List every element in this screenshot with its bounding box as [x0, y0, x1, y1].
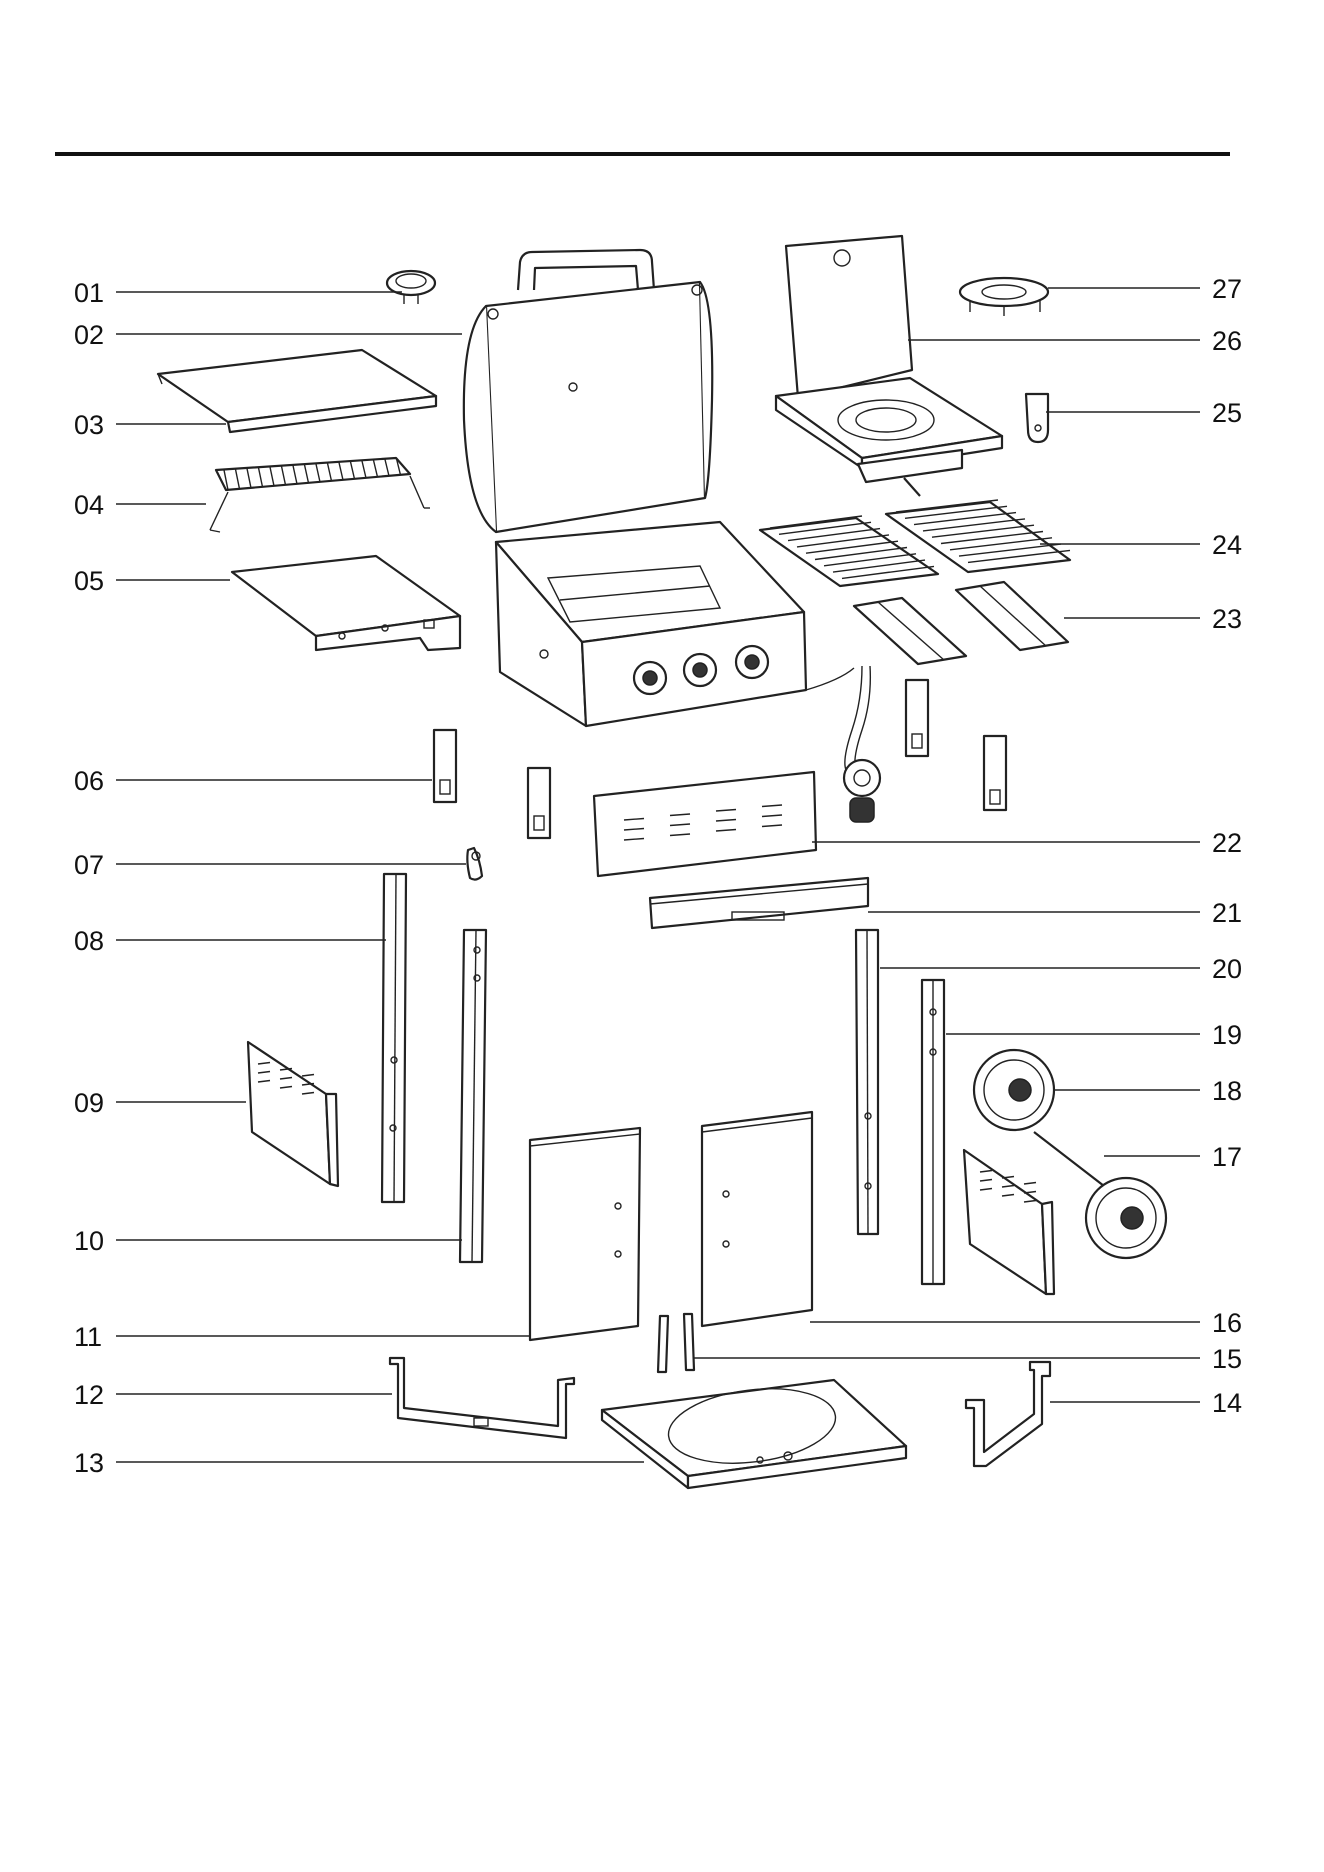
- part-number-label: 17: [1212, 1142, 1242, 1172]
- part-25-bracket: [1026, 394, 1048, 442]
- part-08-leg: [382, 874, 406, 1202]
- part-13-bottom-tray: [602, 1380, 906, 1488]
- part-07-bottle-opener: [467, 848, 482, 880]
- part-number-label: 05: [74, 566, 104, 596]
- part-number-label: 03: [74, 410, 104, 440]
- part-number-label: 18: [1212, 1076, 1242, 1106]
- part-10-leg: [460, 930, 486, 1262]
- part-gas-regulator: [806, 666, 880, 822]
- part-number-label: 14: [1212, 1388, 1242, 1418]
- part-number-label: 27: [1212, 274, 1242, 304]
- part-03-plate: [158, 350, 436, 432]
- part-number-label: 09: [74, 1088, 104, 1118]
- part-number-label: 15: [1212, 1344, 1242, 1374]
- part-number-label: 19: [1212, 1020, 1242, 1050]
- part-number-label: 16: [1212, 1308, 1242, 1338]
- part-number-label: 25: [1212, 398, 1242, 428]
- part-side-panel-right: [964, 1150, 1054, 1294]
- part-01-thermometer: [387, 271, 435, 304]
- part-number-label: 02: [74, 320, 104, 350]
- part-number-label: 08: [74, 926, 104, 956]
- part-number-label: 04: [74, 490, 104, 520]
- part-number-label: 11: [74, 1322, 102, 1352]
- part-number-label: 10: [74, 1226, 104, 1256]
- part-09-side-panel: [248, 1042, 338, 1186]
- part-24-cooking-grids: [760, 500, 1070, 586]
- part-14-bottom-brace: [966, 1362, 1050, 1466]
- part-19-leg: [922, 980, 944, 1284]
- part-15-handles: [658, 1314, 694, 1372]
- header-rule: [55, 152, 1230, 156]
- part-number-label: 12: [74, 1380, 104, 1410]
- part-number-label: 24: [1212, 530, 1242, 560]
- part-firebox: [496, 522, 806, 726]
- part-27-pan-support: [960, 278, 1048, 316]
- part-11-door: [530, 1128, 640, 1340]
- part-number-label: 21: [1212, 898, 1242, 928]
- part-number-label: 22: [1212, 828, 1242, 858]
- part-23-flame-tamers: [854, 582, 1068, 664]
- part-20-leg: [856, 930, 878, 1234]
- part-02-lid: [464, 250, 712, 532]
- part-21-crossbar: [650, 878, 868, 928]
- part-05-side-shelf: [232, 556, 460, 650]
- part-04-warming-rack: [210, 458, 430, 532]
- part-17-axle: [1034, 1132, 1104, 1186]
- part-16-door: [702, 1112, 812, 1326]
- part-number-label: 23: [1212, 604, 1242, 634]
- part-number-label: 26: [1212, 326, 1242, 356]
- part-number-label: 13: [74, 1448, 104, 1478]
- part-number-label: 06: [74, 766, 104, 796]
- part-22-front-panel: [594, 772, 816, 876]
- part-number-label: 01: [74, 278, 104, 308]
- part-number-label: 07: [74, 850, 104, 880]
- part-12-bottom-brace: [390, 1358, 574, 1438]
- part-number-label: 20: [1212, 954, 1242, 984]
- part-26-side-burner: [776, 236, 1002, 496]
